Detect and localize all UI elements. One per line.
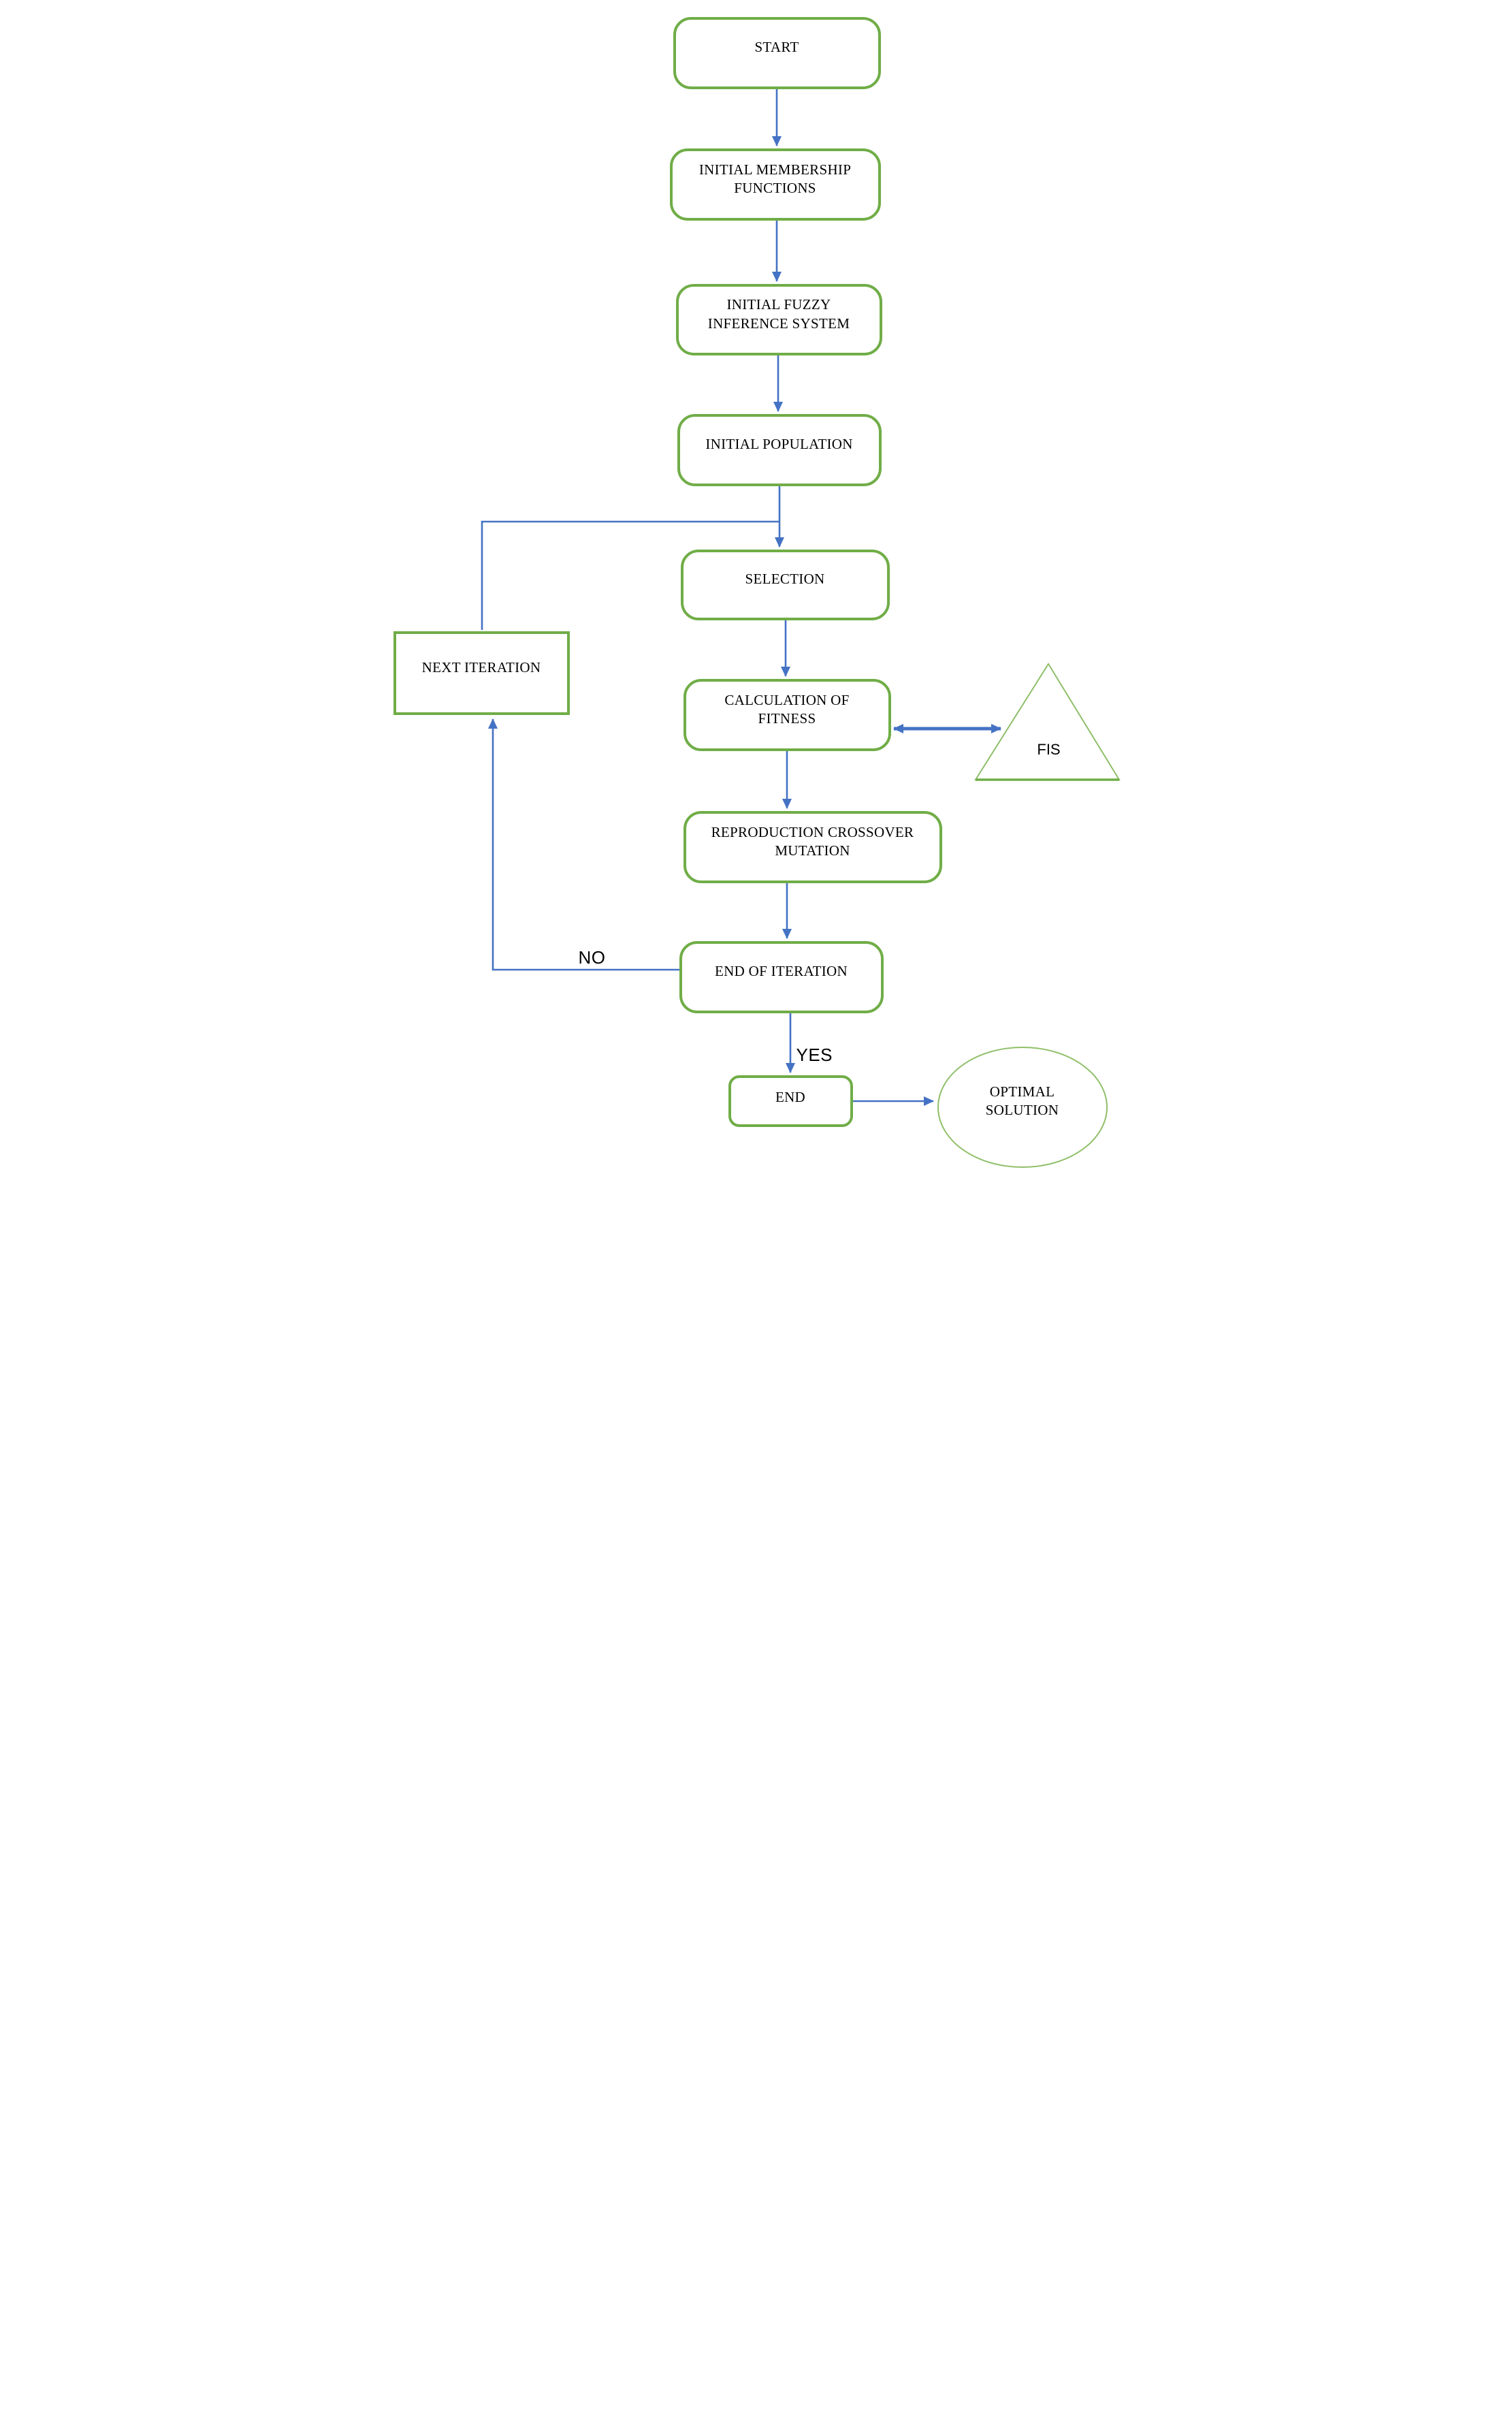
edge-no-loop	[487, 718, 679, 971]
node-reproduction-crossover-mutation: REPRODUCTION CROSSOVER MUTATION	[683, 811, 942, 883]
node-initial-membership-functions: INITIAL MEMBERSHIP FUNCTIONS	[669, 148, 881, 221]
node-start-label: START	[754, 39, 799, 56]
edge-label-no: NO	[578, 947, 606, 968]
node-calculation-of-fitness-label: CALCULATION OF FITNESS	[724, 691, 850, 727]
node-initial-population: INITIAL POPULATION	[677, 414, 882, 486]
node-next-iteration: NEXT ITERATION	[393, 631, 570, 715]
node-end: END	[728, 1075, 853, 1127]
node-end-of-iteration-label: END OF ITERATION	[715, 963, 848, 980]
node-selection: SELECTION	[680, 550, 890, 620]
node-next-iteration-label: NEXT ITERATION	[421, 658, 541, 676]
node-end-of-iteration: END OF ITERATION	[679, 941, 884, 1013]
fis-triangle	[974, 663, 1121, 780]
node-initial-membership-functions-label: INITIAL MEMBERSHIP FUNCTIONS	[698, 161, 852, 196]
node-start: START	[673, 17, 881, 89]
node-optimal-solution: OPTIMAL SOLUTION	[937, 1047, 1108, 1168]
connector-layer	[481, 89, 1121, 1106]
node-initial-fuzzy-inference-system-label: INITIAL FUZZY INFERENCE SYSTEM	[707, 296, 850, 332]
node-selection-label: SELECTION	[745, 571, 825, 588]
node-initial-population-label: INITIAL POPULATION	[705, 436, 853, 453]
edge-next-iteration-to-selection	[481, 520, 779, 630]
node-initial-fuzzy-inference-system: INITIAL FUZZY INFERENCE SYSTEM	[675, 284, 882, 355]
node-reproduction-crossover-mutation-label: REPRODUCTION CROSSOVER MUTATION	[711, 823, 914, 859]
node-optimal-solution-label: OPTIMAL SOLUTION	[985, 1083, 1059, 1118]
node-end-label: END	[775, 1089, 806, 1106]
node-fis-label: FIS	[1037, 741, 1061, 758]
node-calculation-of-fitness: CALCULATION OF FITNESS	[683, 679, 891, 751]
edge-label-yes: YES	[796, 1045, 833, 1065]
flowchart-canvas: START INITIAL MEMBERSHIP FUNCTIONS INITI…	[378, 0, 1134, 1206]
